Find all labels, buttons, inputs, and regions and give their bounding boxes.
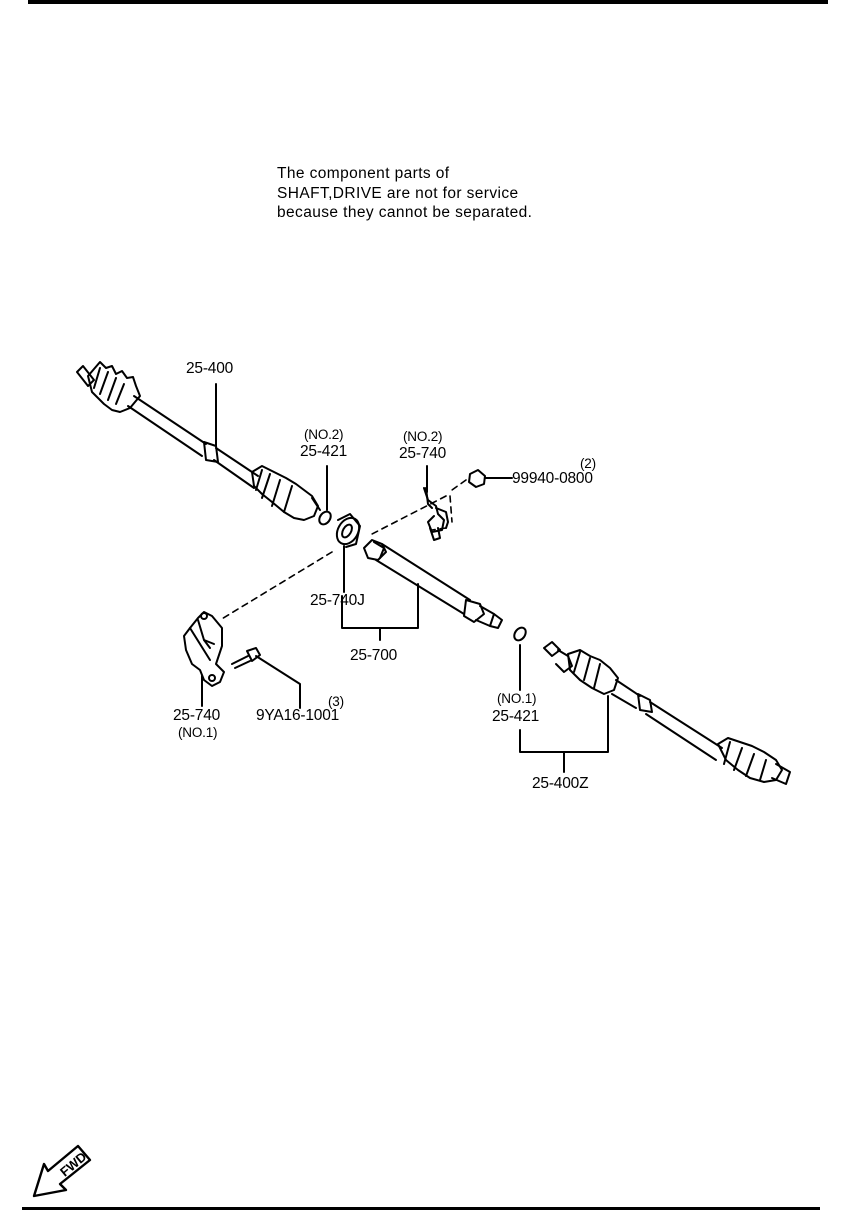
bracket-no1 (183, 611, 225, 687)
label-bracket-no1-qualifier: (NO.1) (178, 725, 218, 740)
bolt (231, 647, 261, 669)
label-bracket-no2: 25-740 (399, 445, 447, 462)
clip-no2 (318, 510, 332, 526)
note-line-3: because they cannot be separated. (277, 204, 533, 221)
label-shaft-left: 25-400 (186, 360, 234, 377)
joint-shaft (363, 539, 503, 629)
label-nut: 99940-0800 (512, 470, 593, 487)
note-line-2: SHAFT,DRIVE are not for service (277, 184, 519, 202)
label-clip-no2-qualifier: (NO.2) (304, 427, 344, 442)
leader-bolt (255, 655, 301, 709)
label-bracket-no1: 25-740 (173, 707, 221, 724)
label-clip-no1: 25-421 (492, 708, 540, 725)
bracket-no2 (423, 487, 449, 541)
label-clip-no2: 25-421 (300, 443, 348, 460)
assembly-dashed-lines (219, 479, 467, 621)
support-bearing (335, 513, 361, 548)
label-nut-quantity: (2) (580, 456, 596, 471)
label-clip-no1-qualifier: (NO.1) (497, 691, 537, 706)
label-bearing: 25-740J (310, 592, 365, 609)
fwd-arrow-icon: FWD (30, 1140, 100, 1207)
right-drive-shaft (543, 641, 791, 785)
note-line-1: The component parts of (277, 165, 450, 182)
label-bolt-quantity: (3) (328, 694, 344, 709)
top-border-rule (28, 0, 828, 4)
left-drive-shaft (76, 361, 321, 521)
nut (468, 469, 486, 488)
label-shaft-right: 25-400Z (532, 775, 589, 792)
label-bolt: 9YA16-1001 (256, 707, 340, 724)
service-note: The component parts of SHAFT,DRIVE are n… (277, 164, 532, 223)
label-bracket-no2-qualifier: (NO.2) (403, 429, 443, 444)
clip-no1 (513, 626, 527, 642)
bottom-border-rule (22, 1207, 820, 1210)
label-joint-shaft: 25-700 (350, 647, 398, 664)
